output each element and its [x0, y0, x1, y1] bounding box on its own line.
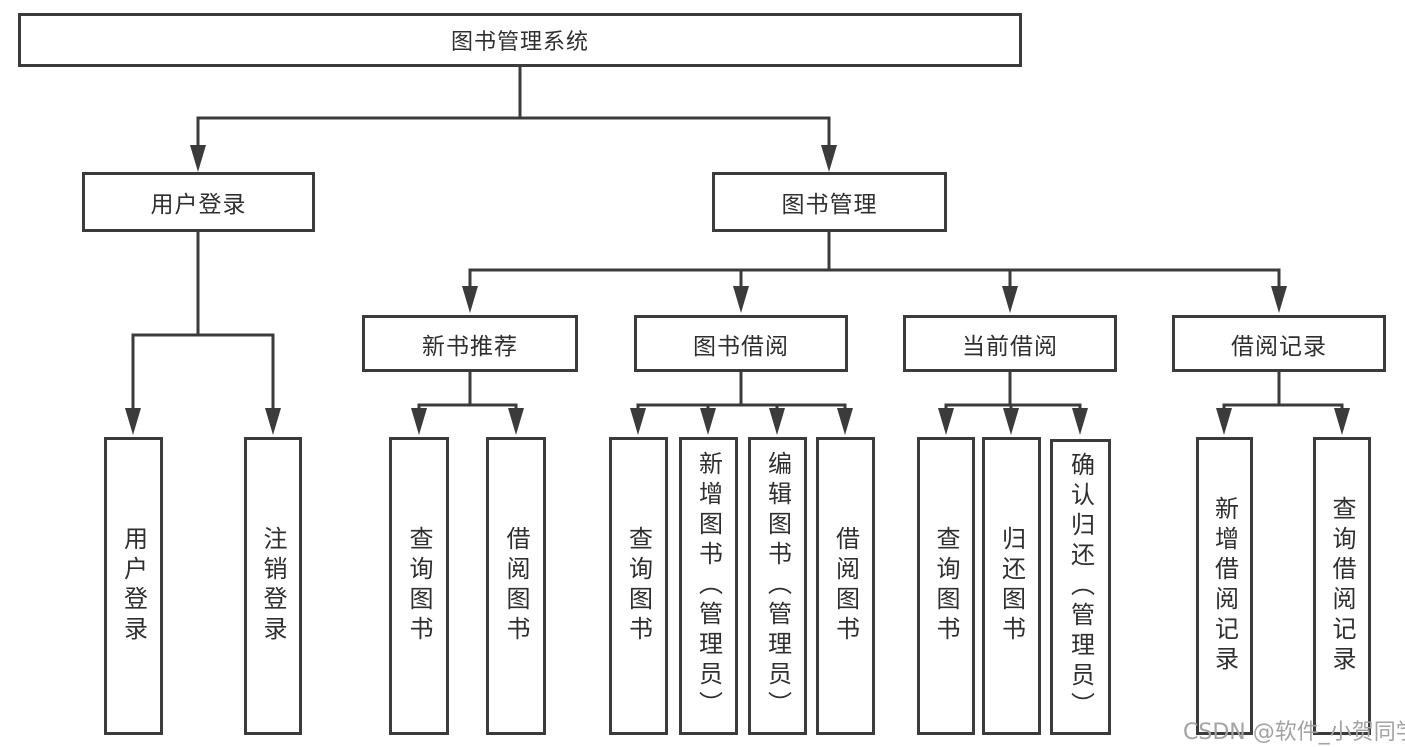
- node-label: 查询借阅记录: [1328, 496, 1356, 676]
- arrowhead: [700, 408, 716, 435]
- node-root-system: 图书管理系统: [18, 13, 1022, 67]
- node-label: 借阅图书: [502, 526, 530, 646]
- node-label: 用户登录: [150, 192, 247, 218]
- arrowhead: [1271, 286, 1287, 313]
- arrowhead: [1072, 408, 1088, 435]
- node-label: 图书借阅: [693, 333, 789, 360]
- leaf-query-books-3: 查询图书: [917, 437, 975, 735]
- arrowhead: [462, 286, 478, 313]
- arrowhead: [837, 408, 853, 435]
- arrowhead: [411, 408, 427, 435]
- arrowhead: [938, 408, 954, 435]
- leaf-user-login: 用户登录: [104, 437, 163, 735]
- leaf-query-borrow-record: 查询借阅记录: [1313, 437, 1371, 735]
- arrowhead: [733, 286, 749, 313]
- arrowhead: [1216, 408, 1232, 435]
- node-label: 查询图书: [405, 526, 433, 646]
- branch-root: [190, 67, 837, 172]
- node-label: 归还图书: [997, 526, 1026, 646]
- arrowhead: [769, 408, 785, 435]
- arrowhead: [630, 408, 646, 435]
- node-current-borrow: 当前借阅: [903, 315, 1117, 372]
- arrowhead: [1334, 408, 1350, 435]
- leaf-query-books-1: 查询图书: [389, 437, 449, 735]
- node-label: 当前借阅: [962, 333, 1058, 360]
- leaf-add-borrow-record: 新增借阅记录: [1196, 437, 1253, 735]
- arrowhead: [821, 145, 837, 172]
- node-user-login: 用户登录: [82, 172, 315, 232]
- arrowhead: [265, 408, 281, 435]
- node-book-management: 图书管理: [712, 172, 947, 232]
- arrowhead: [190, 145, 206, 172]
- node-label: 借阅记录: [1231, 333, 1327, 360]
- node-label: 新增图书（管理员）: [694, 451, 723, 721]
- arrowhead: [125, 408, 141, 435]
- node-borrow-records: 借阅记录: [1172, 315, 1386, 372]
- arrowhead: [1003, 408, 1019, 435]
- leaf-query-books-2: 查询图书: [609, 437, 668, 735]
- leaf-borrow-books-2: 借阅图书: [816, 437, 875, 735]
- branch-book-borrow: [630, 372, 853, 435]
- leaf-confirm-return-admin: 确认归还（管理员）: [1050, 439, 1111, 735]
- node-label: 用户登录: [119, 526, 148, 646]
- branch-new-book: [411, 372, 524, 435]
- node-label: 借阅图书: [831, 526, 860, 646]
- node-label: 新书推荐: [422, 333, 518, 360]
- branch-borrow-records: [1216, 372, 1350, 435]
- node-book-borrow: 图书借阅: [634, 315, 848, 372]
- node-label: 查询图书: [624, 526, 653, 646]
- node-label: 注销登录: [259, 526, 287, 646]
- leaf-borrow-books-1: 借阅图书: [486, 437, 546, 735]
- leaf-add-books-admin: 新增图书（管理员）: [679, 437, 738, 735]
- leaf-edit-books-admin: 编辑图书（管理员）: [748, 437, 807, 735]
- arrowhead: [1002, 286, 1018, 313]
- branch-current-borrow: [938, 372, 1088, 435]
- node-label: 图书管理系统: [450, 30, 589, 55]
- branch-book-management: [462, 232, 1287, 313]
- node-label: 确认归还（管理员）: [1066, 452, 1095, 722]
- node-label: 图书管理: [781, 192, 878, 218]
- leaf-return-books: 归还图书: [982, 437, 1041, 735]
- arrowhead: [508, 408, 524, 435]
- leaf-logout: 注销登录: [244, 437, 302, 735]
- node-label: 查询图书: [932, 526, 960, 646]
- node-label: 编辑图书（管理员）: [763, 451, 792, 721]
- node-label: 新增借阅记录: [1210, 496, 1239, 676]
- branch-user-login: [125, 232, 281, 435]
- node-new-book-recommend: 新书推荐: [362, 315, 578, 372]
